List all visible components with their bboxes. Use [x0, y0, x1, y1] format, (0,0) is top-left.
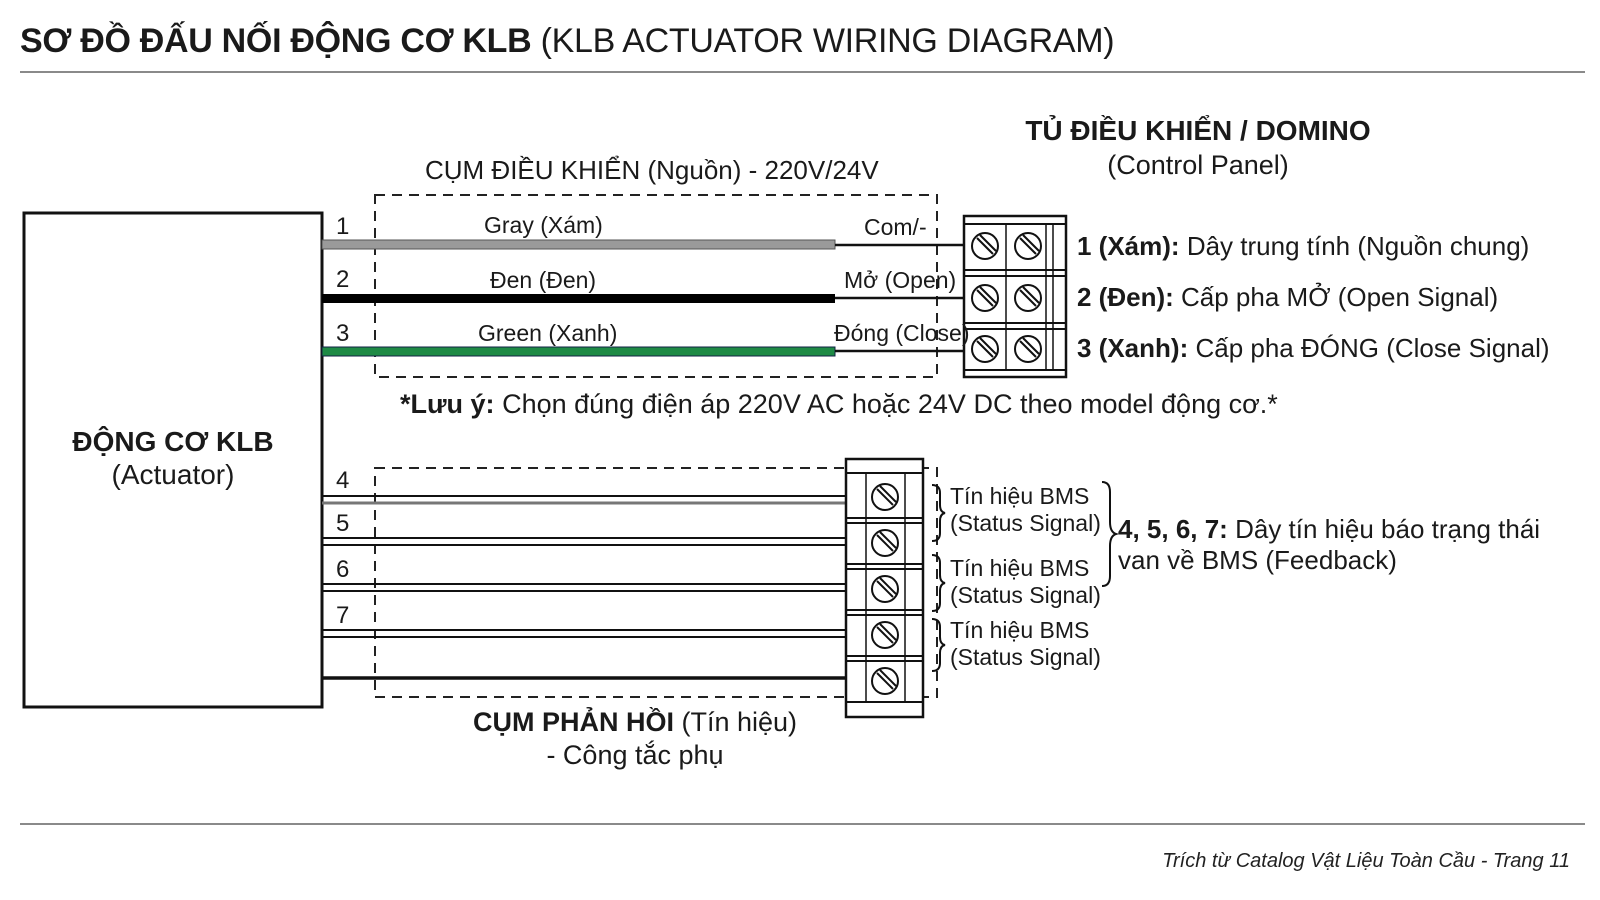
terminal-label-com: Com/-: [864, 214, 927, 240]
wire-1: [321, 239, 964, 250]
wire-label-green: Green (Xanh): [478, 320, 618, 346]
title-vietnamese: SƠ ĐỒ ĐẤU NỐI ĐỘNG CƠ KLB: [20, 22, 532, 60]
actuator-label: ĐỘNG CƠ KLB (Actuator): [24, 425, 322, 491]
note-prefix: *Lưu ý:: [400, 389, 495, 419]
wire-number-3: 3: [336, 320, 350, 347]
actuator-subtitle: (Actuator): [111, 459, 235, 490]
footer-divider: [20, 823, 1585, 825]
wire-3: [321, 346, 964, 357]
terminal-label-open: Mở (Open): [844, 267, 957, 293]
feedback-wires: [322, 495, 846, 680]
actuator-name: ĐỘNG CƠ KLB: [72, 426, 274, 457]
wire-label-gray: Gray (Xám): [484, 212, 603, 238]
wire-label-black: Đen (Đen): [490, 267, 597, 293]
control-panel-title: TỦ ĐIỀU KHIỂN / DOMINO: [1025, 115, 1371, 146]
wire-2: [322, 294, 964, 303]
control-group-box: [374, 194, 938, 378]
signal-brackets: [931, 481, 1120, 672]
signal-label-1: Tín hiệu BMS (Status Signal): [950, 483, 1101, 536]
voltage-note: *Lưu ý: Chọn đúng điện áp 220V AC hoặc 2…: [400, 389, 1278, 420]
wire-number-2: 2: [336, 266, 350, 293]
wire-number-5: 5: [336, 510, 350, 537]
wire-number-1: 1: [336, 213, 350, 240]
control-panel-subtitle: (Control Panel): [1107, 150, 1289, 180]
control-terminal-block: [962, 214, 1068, 379]
wire-number-6: 6: [336, 556, 350, 583]
terminal-label-close: Đóng (Close): [834, 320, 970, 346]
desc-wire-1: 1 (Xám): Dây trung tính (Nguồn chung): [1077, 231, 1530, 261]
wire-number-4: 4: [336, 467, 350, 494]
title-english: (KLB ACTUATOR WIRING DIAGRAM): [540, 22, 1115, 60]
control-panel-heading: TỦ ĐIỀU KHIỂN / DOMINO (Control Panel): [1020, 114, 1376, 182]
desc-wire-2: 2 (Đen): Cấp pha MỞ (Open Signal): [1077, 282, 1499, 312]
header-divider: [20, 71, 1585, 73]
wire-number-7: 7: [336, 602, 350, 629]
feedback-terminal-block: [844, 457, 925, 719]
signal-label-3: Tín hiệu BMS (Status Signal): [950, 617, 1101, 670]
feedback-summary: 4, 5, 6, 7: Dây tín hiệu báo trạng thái …: [1118, 514, 1541, 575]
note-text: Chọn đúng điện áp 220V AC hoặc 24V DC th…: [502, 389, 1278, 419]
feedback-group-title: CỤM PHẢN HỒI (Tín hiệu) - Công tắc phụ: [472, 707, 798, 770]
control-group-title: CỤM ĐIỀU KHIỂN (Nguồn) - 220V/24V: [425, 155, 879, 185]
actuator-box: [22, 211, 324, 709]
feedback-group-box: [374, 467, 938, 698]
desc-wire-3: 3 (Xanh): Cấp pha ĐÓNG (Close Signal): [1077, 333, 1550, 363]
signal-label-2: Tín hiệu BMS (Status Signal): [950, 555, 1101, 608]
footer-source: Trích từ Catalog Vật Liệu Toàn Cầu - Tra…: [1162, 850, 1570, 872]
page-title: SƠ ĐỒ ĐẤU NỐI ĐỘNG CƠ KLB (KLB ACTUATOR …: [20, 18, 1115, 64]
